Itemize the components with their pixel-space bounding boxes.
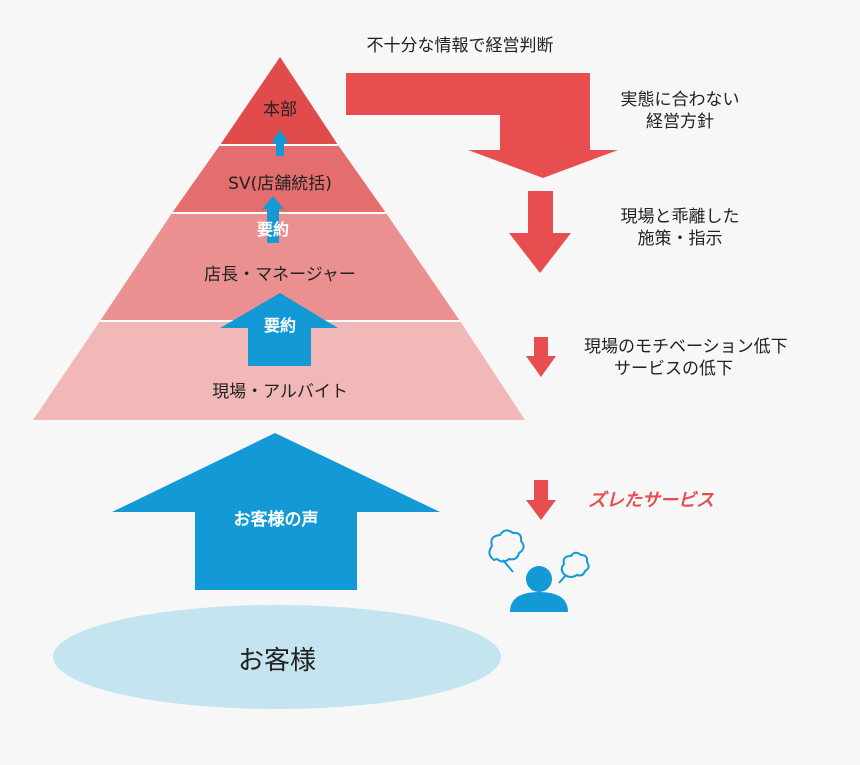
customer-ellipse (53, 605, 501, 709)
right-note-3: 現場のモチベーション低下 サービスの低下 (578, 336, 840, 380)
top-note: 不十分な情報で経営判断 (366, 36, 554, 56)
summary-up-arrow-2 (220, 293, 338, 366)
pyramid-tier-staff (33, 321, 525, 420)
summary-label: 要約 (256, 220, 289, 239)
tier-label-honbu: 本部 (263, 100, 297, 120)
right-note-line: 施策・指示 (637, 229, 723, 249)
person-icon (510, 566, 568, 612)
right-note-1: 実態に合わない 経営方針 (590, 89, 770, 133)
customer-voice-label: お客様の声 (233, 510, 319, 530)
right-note-line: 現場と乖離した (620, 207, 740, 227)
small-up-arrow (271, 130, 289, 156)
red-down-arrow-1 (509, 191, 571, 273)
red-down-arrow-3 (526, 480, 556, 520)
result-label: ズレたサービス (588, 490, 714, 511)
summary-up-arrow-1 (262, 196, 284, 243)
red-elbow-arrow (346, 73, 618, 178)
right-note-line: 経営方針 (646, 112, 714, 132)
right-note-line: 実態に合わない (620, 90, 740, 110)
right-note-2: 現場と乖離した 施策・指示 (590, 206, 770, 250)
pyramid-tier-sv (172, 145, 386, 213)
red-down-arrow-2 (526, 337, 556, 377)
summary-label: 要約 (263, 316, 296, 335)
right-note-line: 現場のモチベーション低下 (584, 337, 788, 357)
customer-voice-arrow (112, 433, 440, 590)
tier-label-manager: 店長・マネージャー (204, 265, 356, 285)
customer-label: お客様 (237, 646, 316, 676)
tier-label-staff: 現場・アルバイト (212, 382, 348, 402)
pyramid-tier-manager (100, 213, 460, 321)
right-note-line: サービスの低下 (614, 359, 733, 379)
speech-bubble-icon (488, 529, 525, 573)
pyramid-tier-honbu (220, 57, 338, 145)
tier-label-sv: SV(店舗統括) (228, 174, 332, 194)
speech-bubble-icon (558, 551, 590, 584)
